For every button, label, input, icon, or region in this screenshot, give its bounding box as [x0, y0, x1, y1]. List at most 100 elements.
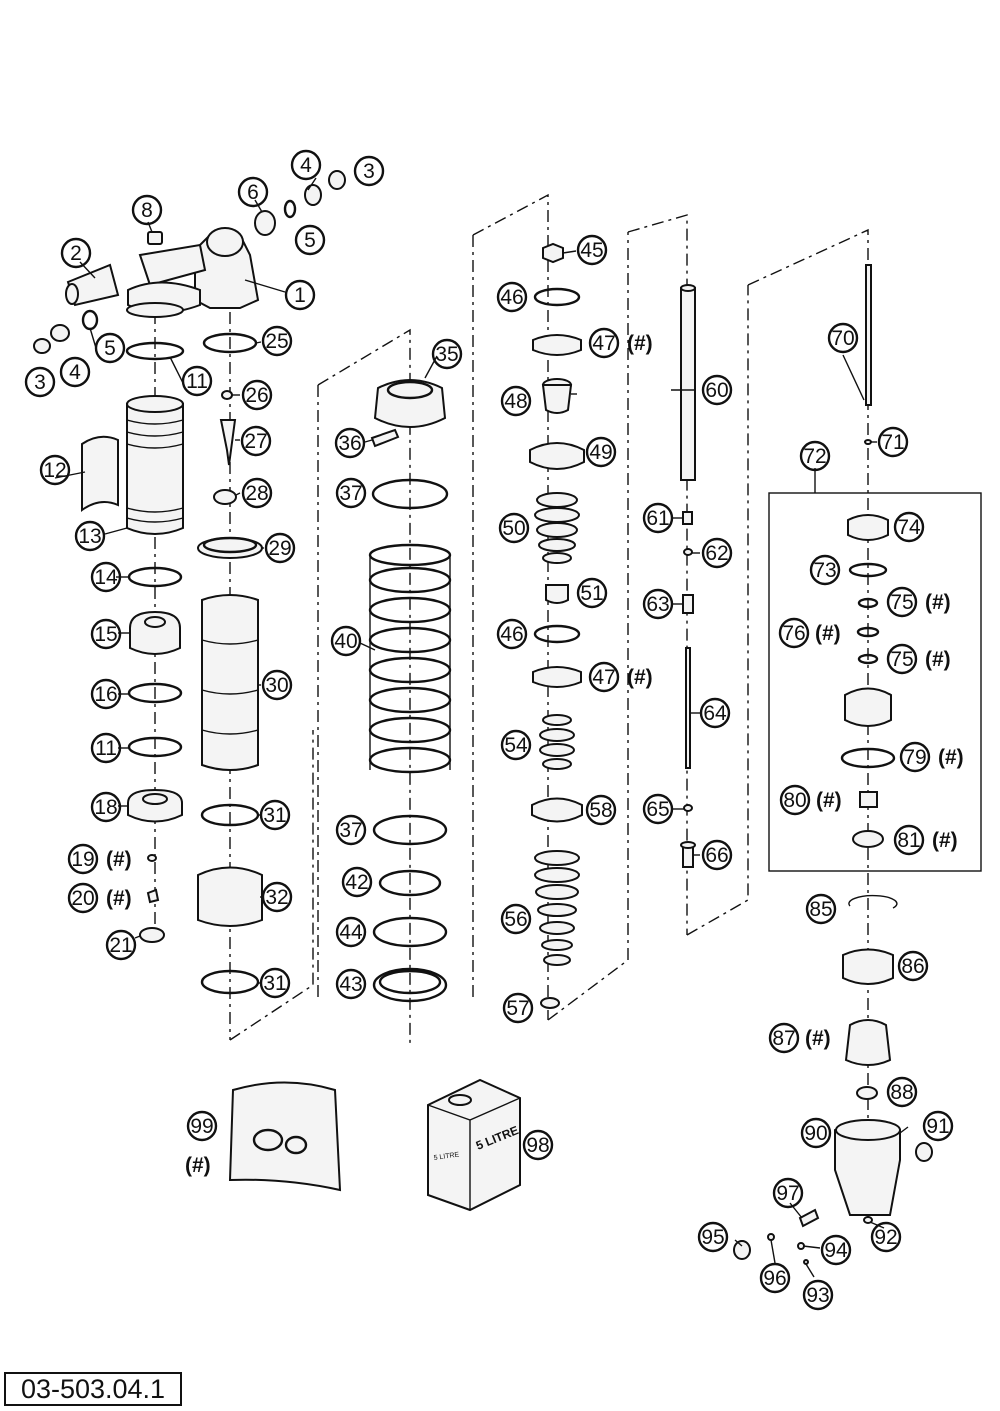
callout-96: 96	[759, 1262, 791, 1294]
svg-text:87: 87	[772, 1027, 795, 1050]
document-number: 03-503.04.1	[4, 1372, 182, 1406]
svg-text:92: 92	[874, 1226, 897, 1249]
callout-18: 18	[90, 791, 122, 823]
callout-72: 72	[799, 440, 831, 472]
svg-text:47: 47	[592, 332, 615, 355]
callout-1: 1	[284, 279, 316, 311]
callout-99: 99(#)	[185, 1110, 218, 1177]
part-32-shape	[197, 866, 263, 927]
svg-text:15: 15	[94, 623, 117, 646]
svg-text:43: 43	[339, 973, 362, 996]
svg-text:36: 36	[338, 432, 361, 455]
svg-text:21: 21	[109, 934, 132, 957]
callout-47-upper: 47(#)	[588, 327, 653, 359]
callout-50: 50	[498, 512, 530, 544]
svg-text:11: 11	[186, 370, 208, 393]
callout-5-left: 5	[94, 332, 126, 364]
callout-40: 40	[330, 625, 362, 657]
part-56-shape	[534, 850, 580, 966]
svg-text:60: 60	[705, 379, 728, 402]
svg-text:81: 81	[897, 829, 920, 852]
svg-text:75: 75	[890, 648, 913, 671]
svg-text:74: 74	[897, 516, 921, 539]
kit-box-72	[768, 492, 982, 872]
callout-46-lower: 46	[496, 618, 528, 650]
callout-11-upper: 11	[181, 365, 213, 397]
svg-text:95: 95	[701, 1226, 724, 1249]
part-60-shape	[680, 287, 696, 481]
callout-95: 95	[697, 1221, 729, 1253]
svg-text:13: 13	[78, 525, 101, 548]
svg-text:37: 37	[339, 482, 362, 505]
callout-64: 64	[699, 697, 731, 729]
svg-text:49: 49	[589, 441, 612, 464]
svg-text:(#): (#)	[932, 829, 958, 852]
callout-76: 76(#)	[778, 617, 841, 649]
part-64-shape	[685, 647, 691, 769]
callout-93: 93	[802, 1279, 834, 1311]
part-15-shape	[129, 610, 181, 655]
svg-text:16: 16	[94, 683, 117, 706]
svg-text:(#): (#)	[925, 648, 951, 671]
callout-30: 30	[261, 669, 293, 701]
svg-text:45: 45	[580, 239, 603, 262]
svg-text:29: 29	[268, 537, 291, 560]
callout-27: 27	[240, 425, 272, 457]
callout-31-lower: 31	[259, 967, 291, 999]
callout-32: 32	[261, 881, 293, 913]
callout-47-lower: 47(#)	[588, 661, 653, 693]
svg-text:32: 32	[265, 886, 288, 909]
svg-text:(#): (#)	[627, 666, 653, 689]
svg-text:31: 31	[263, 804, 286, 827]
svg-text:(#): (#)	[185, 1154, 211, 1177]
svg-text:88: 88	[890, 1081, 913, 1104]
callout-2: 2	[60, 237, 92, 269]
callout-12: 12	[39, 454, 71, 486]
callout-20: 20(#)	[67, 882, 132, 914]
callout-labels: 1 2 3 3 4 4 5 5 6 8 11 11 12 13 14 15 16…	[24, 149, 964, 1311]
svg-text:(#): (#)	[815, 622, 841, 645]
callout-58: 58	[585, 794, 617, 826]
svg-text:51: 51	[580, 582, 603, 605]
callout-88: 88	[886, 1076, 918, 1108]
svg-text:(#): (#)	[938, 746, 964, 769]
container-label-small: 5 LITRE	[433, 1151, 460, 1162]
svg-text:66: 66	[705, 844, 728, 867]
svg-text:14: 14	[94, 566, 118, 589]
svg-text:50: 50	[502, 517, 525, 540]
svg-text:58: 58	[589, 799, 612, 822]
callout-71: 71	[877, 426, 909, 458]
svg-text:64: 64	[703, 702, 727, 725]
callout-21: 21	[105, 929, 137, 961]
callout-31-upper: 31	[259, 799, 291, 831]
svg-text:73: 73	[813, 559, 836, 582]
svg-text:71: 71	[881, 431, 904, 454]
part-70-shape	[865, 264, 872, 406]
svg-text:80: 80	[783, 789, 806, 812]
svg-text:1: 1	[294, 284, 306, 307]
part-99-shape	[228, 1081, 342, 1192]
callout-26: 26	[241, 379, 273, 411]
part-13-shape	[126, 403, 184, 535]
callout-70: 70	[827, 322, 859, 354]
callout-25: 25	[261, 325, 293, 357]
column-valve-stack	[529, 242, 585, 1009]
svg-text:11: 11	[95, 737, 117, 760]
callout-86: 86	[897, 950, 929, 982]
callout-19: 19(#)	[67, 843, 132, 875]
part-54-shape	[539, 714, 575, 770]
svg-text:44: 44	[339, 921, 363, 944]
callout-91: 91	[922, 1110, 954, 1142]
callout-37-upper: 37	[335, 477, 367, 509]
part-40-shape	[368, 543, 452, 774]
column-clevis	[733, 264, 933, 1265]
svg-text:28: 28	[245, 482, 268, 505]
column-shaft	[680, 284, 696, 868]
callout-45: 45	[576, 234, 608, 266]
svg-text:46: 46	[500, 623, 523, 646]
svg-text:(#): (#)	[925, 591, 951, 614]
svg-text:2: 2	[70, 242, 82, 265]
callout-42: 42	[341, 866, 373, 898]
callout-4-right: 4	[290, 149, 322, 181]
svg-text:(#): (#)	[106, 848, 132, 871]
